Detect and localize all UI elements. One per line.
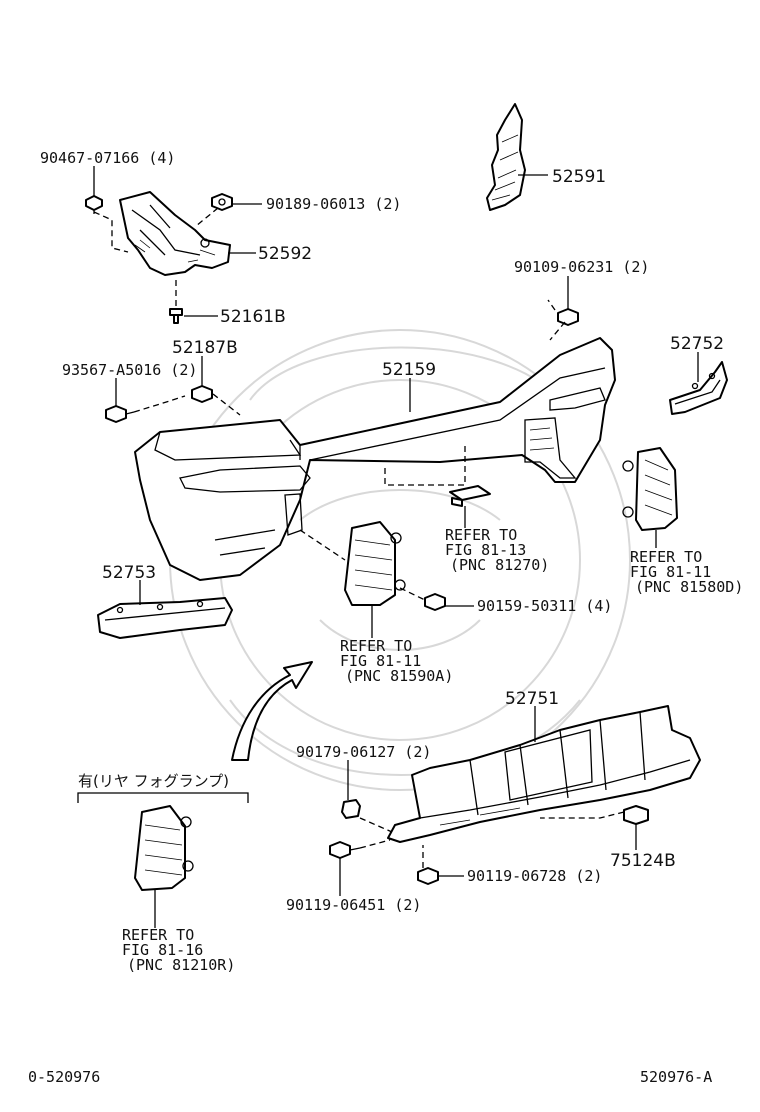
nut-90109-06231[interactable] [557, 308, 579, 326]
ref-line: FIG 81-13 [445, 541, 526, 559]
callout-52159: 52159 [382, 360, 436, 380]
moulding-52753[interactable] [97, 597, 233, 639]
footer-right-code: 520976-A [640, 1068, 712, 1086]
callout-52161B: 52161B [220, 307, 286, 327]
callout-93567-A5016: 93567-A5016 (2) [62, 361, 197, 379]
ref-line: FIG 81-11 [630, 563, 711, 581]
absorber-52751[interactable] [387, 705, 701, 843]
clip-52187B[interactable] [191, 385, 213, 403]
ref-line: REFER TO [340, 637, 412, 655]
reflector-right[interactable] [622, 447, 678, 531]
option-bracket [77, 792, 249, 803]
callout-90189-06013: 90189-06013 (2) [266, 195, 401, 213]
ref-line: (PNC 81270) [450, 556, 549, 574]
ref-line: (PNC 81580D) [635, 578, 743, 596]
leader-lines [93, 166, 699, 928]
callout-90179-06127: 90179-06127 (2) [296, 743, 431, 761]
screw-90159-50311[interactable] [424, 593, 446, 611]
callout-90467-07166: 90467-07166 (4) [40, 149, 175, 167]
ref-line: (PNC 81590A) [345, 667, 453, 685]
callout-90109-06231: 90109-06231 (2) [514, 258, 649, 276]
ref-block-81590A: REFER TO FIG 81-11 (PNC 81590A) [340, 637, 453, 685]
ref-line: FIG 81-11 [340, 652, 421, 670]
ref-line: FIG 81-16 [122, 941, 203, 959]
curved-arrow [231, 661, 313, 761]
ref-block-81580D: REFER TO FIG 81-11 (PNC 81580D) [630, 548, 743, 596]
screw-90119-06728[interactable] [417, 867, 439, 885]
callout-52751: 52751 [505, 689, 559, 709]
callout-75124B: 75124B [610, 851, 676, 871]
ref-line: REFER TO [630, 548, 702, 566]
license-lamp-bracket[interactable] [449, 485, 491, 507]
nut-90189-06013[interactable] [211, 193, 233, 211]
ref-line: REFER TO [445, 526, 517, 544]
ref-line: (PNC 81210R) [127, 956, 235, 974]
moulding-52752[interactable] [669, 361, 728, 415]
bracket-52592[interactable] [119, 191, 231, 276]
ref-block-81270: REFER TO FIG 81-13 (PNC 81270) [445, 526, 549, 574]
option-label: 有(リヤ フォグランプ) [78, 772, 229, 790]
callout-52187B: 52187B [172, 338, 238, 358]
callout-52752: 52752 [670, 334, 724, 354]
callout-90119-06451: 90119-06451 (2) [286, 896, 421, 914]
callout-52591: 52591 [552, 167, 606, 187]
bracket-52591[interactable] [486, 103, 526, 211]
screw-90119-06451[interactable] [329, 841, 361, 859]
fog-lamp[interactable] [134, 805, 194, 891]
callout-52753: 52753 [102, 563, 156, 583]
clip-90179-06127[interactable] [341, 799, 361, 819]
bumper-cover-52159[interactable] [134, 337, 616, 581]
callout-90159-50311: 90159-50311 (4) [477, 597, 612, 615]
callout-52592: 52592 [258, 244, 312, 264]
ref-line: REFER TO [122, 926, 194, 944]
screw-93567-A5016[interactable] [105, 405, 135, 423]
screw-52161B[interactable] [169, 308, 183, 324]
footer-left-code: 0-520976 [28, 1068, 100, 1086]
reflector-center[interactable] [344, 521, 406, 606]
ref-block-81210R: REFER TO FIG 81-16 (PNC 81210R) [122, 926, 235, 974]
clip-75124B[interactable] [623, 805, 649, 825]
callout-90119-06728: 90119-06728 (2) [467, 867, 602, 885]
clip-90467-07166[interactable] [85, 195, 103, 214]
